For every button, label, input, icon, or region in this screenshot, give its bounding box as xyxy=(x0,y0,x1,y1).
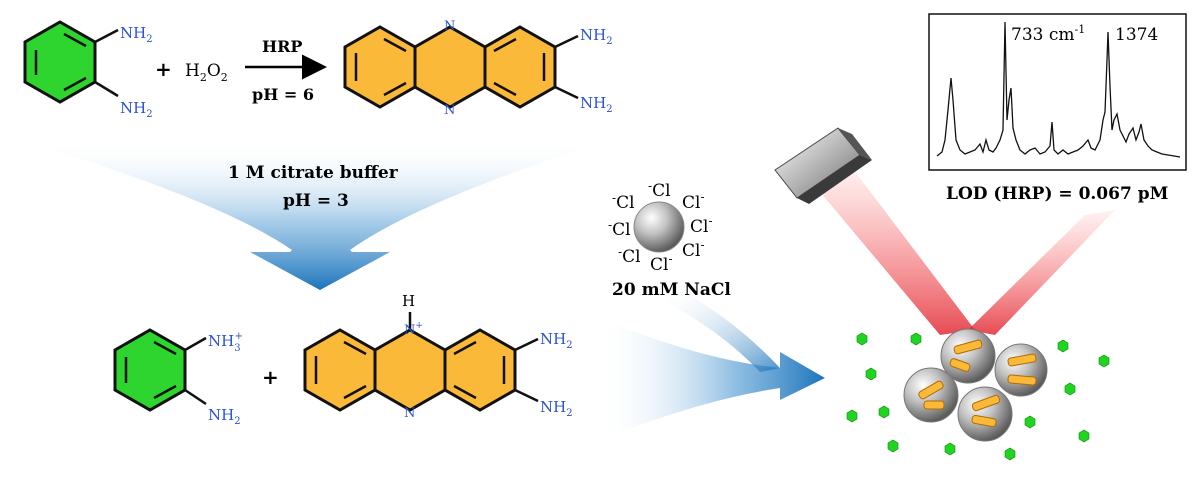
raman-spectrum-trace xyxy=(936,21,1181,158)
peak-1374-label: 1374 xyxy=(1115,25,1158,45)
adsorbed-phenazine-molecules xyxy=(918,339,1037,428)
lod-label: LOD (HRP) = 0.067 pM xyxy=(946,184,1169,204)
amine-label-2: NH2 xyxy=(120,99,153,120)
amine-label-4: NH2 xyxy=(580,94,613,115)
rightward-fan-arrow xyxy=(600,318,825,440)
ammonium-label: NH3+ xyxy=(208,331,243,354)
svg-text:-Cl: -Cl xyxy=(618,245,641,267)
ring-nitrogen-bottom: N xyxy=(444,103,455,118)
amine-label-7: NH2 xyxy=(540,398,573,419)
buffer-label: 1 M citrate buffer xyxy=(228,163,399,183)
ring-nitrogen-lower: N xyxy=(404,406,415,421)
svg-text:Cl-: Cl- xyxy=(682,190,705,213)
diaminophenazine-top xyxy=(343,25,579,109)
hydrogen-peroxide-label: H2O2 xyxy=(185,61,228,84)
raman-spectrum-panel xyxy=(928,13,1187,171)
salt-merge-arrow xyxy=(662,290,780,372)
amine-label-3: NH2 xyxy=(580,26,613,47)
amine-label-1: NH2 xyxy=(120,24,153,45)
scattered-beam xyxy=(968,210,1115,335)
plus-sign-top: + xyxy=(155,57,172,81)
excitation-beam xyxy=(810,165,975,335)
svg-text:-Cl: -Cl xyxy=(608,218,631,240)
gold-nanoparticle xyxy=(633,201,685,253)
hydrogen-label: H xyxy=(402,292,415,310)
protonated-diamine xyxy=(113,328,207,412)
svg-text:-Cl: -Cl xyxy=(612,191,635,213)
peak-733-label: 733 cm-1 xyxy=(1011,23,1085,45)
green-hexagons xyxy=(846,332,1110,461)
protonated-phenazine xyxy=(303,312,539,412)
svg-text:Cl-: Cl- xyxy=(690,214,713,237)
ring-nitrogen-top: N xyxy=(444,19,455,34)
enzyme-label: HRP xyxy=(262,37,302,56)
buffer-ph-label: pH = 3 xyxy=(283,191,349,211)
ring-nitrogen-protonated: N+ xyxy=(404,321,423,338)
o-phenylenediamine-top xyxy=(23,20,119,104)
laser-source xyxy=(774,127,872,204)
ph-top-label: pH = 6 xyxy=(252,85,314,104)
salt-label: 20 mM NaCl xyxy=(612,280,731,300)
svg-text:-Cl: -Cl xyxy=(648,179,671,201)
amine-label-5: NH2 xyxy=(208,406,241,427)
amine-label-6: NH2 xyxy=(540,330,573,351)
svg-text:Cl-: Cl- xyxy=(682,238,705,261)
plus-sign-bottom: + xyxy=(262,365,279,389)
chloride-ions: -Cl -Cl Cl- -Cl Cl- -Cl Cl- Cl- xyxy=(608,179,713,275)
svg-text:Cl-: Cl- xyxy=(650,252,673,275)
downward-fan-arrow xyxy=(20,140,610,290)
